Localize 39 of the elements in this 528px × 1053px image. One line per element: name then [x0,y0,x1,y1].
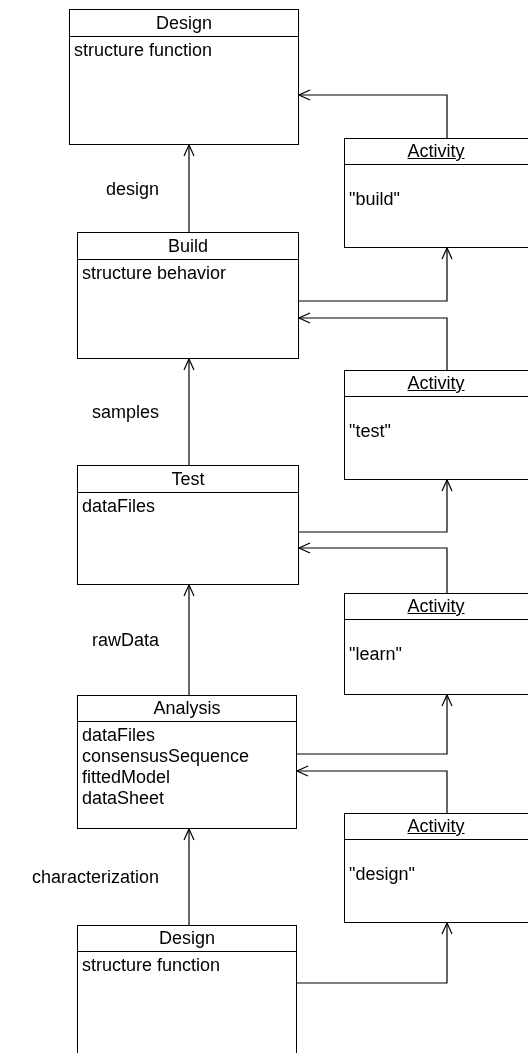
object-name: Activity [345,814,528,840]
class-box [77,232,299,359]
class-box [77,925,297,1053]
object-box [344,370,528,480]
attribute-list: structure function [78,952,249,976]
arrow [298,312,448,371]
arrow [296,694,453,755]
class-name: Analysis [78,696,296,722]
attribute-value: "learn" [348,643,403,665]
object-box [344,593,528,695]
class-name: Test [78,466,298,493]
arrow [298,542,448,594]
arrow [296,922,453,984]
class-box [69,9,299,145]
class-name: Design [78,926,296,952]
class-name: Build [78,233,298,260]
attribute-list: structure behavior [78,260,249,284]
arrow [298,479,453,533]
class-name: Design [70,10,298,37]
attribute-list: structure function [70,37,241,61]
attribute-list: dataFiles [78,493,249,517]
arrow [183,584,195,696]
arrow [298,247,453,302]
attribute-value: "test" [348,420,392,442]
attribute-value: "design" [348,863,416,885]
arrow [183,144,195,233]
class-box [77,695,297,829]
object-name: Activity [345,139,528,165]
class-box [77,465,299,585]
attribute-list: dataFiles consensusSequence fittedModel dataSheet [78,722,249,809]
object-name: Activity [345,594,528,620]
object-name: Activity [345,371,528,397]
arrow [183,828,195,926]
object-box [344,138,528,248]
object-box [344,813,528,923]
arrow [298,89,448,139]
arrow [183,358,195,466]
attribute-value: "build" [348,188,401,210]
arrow [296,765,448,814]
